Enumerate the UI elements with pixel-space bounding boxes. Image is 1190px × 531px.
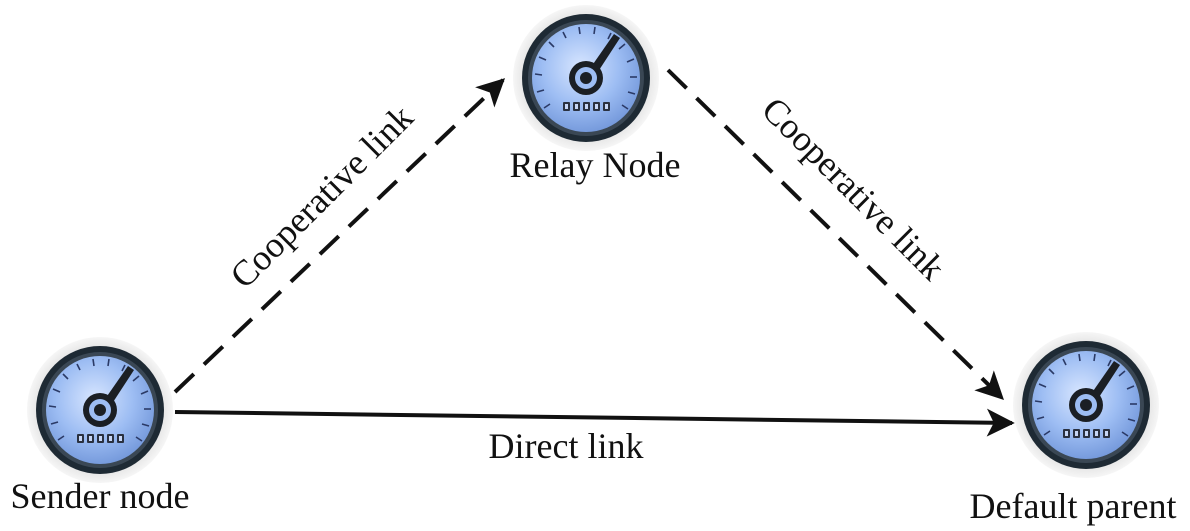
gauge-icon [1012, 331, 1160, 479]
gauge-icon [26, 336, 174, 484]
direct-link-label: Direct link [489, 426, 644, 466]
direct-link-arrow [174, 408, 1015, 437]
relay-node-label: Relay Node [510, 145, 681, 185]
gauge-icon [512, 4, 660, 152]
relay-node [512, 4, 660, 152]
sender-node [26, 336, 174, 484]
cooperative-link-left-arrow [173, 78, 506, 394]
cooperative-link-right-label: Cooperative link [754, 89, 953, 288]
sender-node-label: Sender node [11, 476, 190, 516]
cooperative-link-left-label: Cooperative link [222, 97, 421, 296]
cooperative-link-right-arrow [666, 68, 1004, 400]
default-parent-label: Default parent [970, 486, 1177, 526]
default-parent-node [1012, 331, 1160, 479]
